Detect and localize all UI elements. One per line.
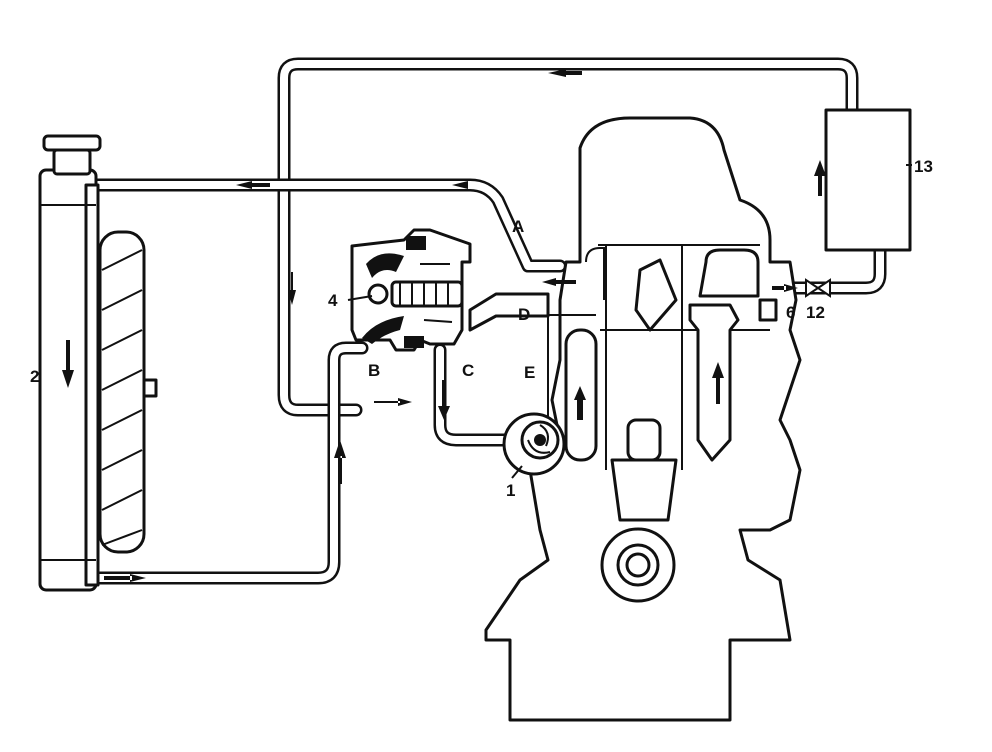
label-a: A: [512, 217, 524, 236]
flow-arrow-radiator-out: [104, 574, 146, 582]
flow-arrow-heater-supply: [772, 284, 798, 292]
diagram-labels: A B C D E 1 2 4 6 12 13: [30, 157, 933, 500]
radiator-top-hose: [85, 178, 567, 273]
bypass-hose: [433, 343, 527, 447]
flow-arrows: [62, 69, 826, 582]
label-e: E: [524, 363, 535, 382]
label-d: D: [518, 305, 530, 324]
heater-core: [824, 108, 912, 252]
temperature-sensor: [758, 298, 778, 322]
flow-arrow-heater-up: [814, 160, 826, 196]
cooling-fan: [98, 230, 158, 554]
leader-lines: [347, 164, 912, 479]
radiator-cap: [42, 134, 102, 152]
label-c: C: [462, 361, 474, 380]
flow-arrow-head-up: [712, 362, 724, 404]
label-radiator: 2: [30, 367, 39, 386]
heater-return-hose: [277, 57, 859, 417]
water-pump: [502, 412, 566, 476]
flow-arrow-top-hose: [236, 181, 270, 189]
label-b: B: [368, 361, 380, 380]
flow-arrow-return-down: [288, 272, 296, 305]
flow-arrow-radiator-down: [62, 340, 74, 388]
label-heater-valve: 12: [806, 303, 825, 322]
flow-arrow-d: [542, 278, 576, 286]
flow-arrow-c-down: [438, 380, 450, 420]
label-sensor: 6: [786, 303, 795, 322]
flow-arrow-bottom-up: [334, 440, 346, 484]
flow-arrow-top-left: [548, 69, 582, 77]
label-thermostat: 4: [328, 291, 338, 310]
label-heater-core: 13: [914, 157, 933, 176]
head-passages: [585, 247, 760, 462]
flow-arrow-jacket-up: [574, 386, 586, 420]
heater-supply-line: [745, 243, 887, 295]
radiator-bottom-hose: [85, 341, 369, 585]
flow-arrow-a: [452, 181, 468, 189]
label-pump: 1: [506, 481, 515, 500]
thermostat-housing: [350, 228, 550, 352]
flow-arrow-bypass: [374, 398, 412, 406]
crank-assembly: [600, 418, 678, 603]
radiator: [38, 134, 102, 592]
heater-valve: [805, 278, 831, 298]
